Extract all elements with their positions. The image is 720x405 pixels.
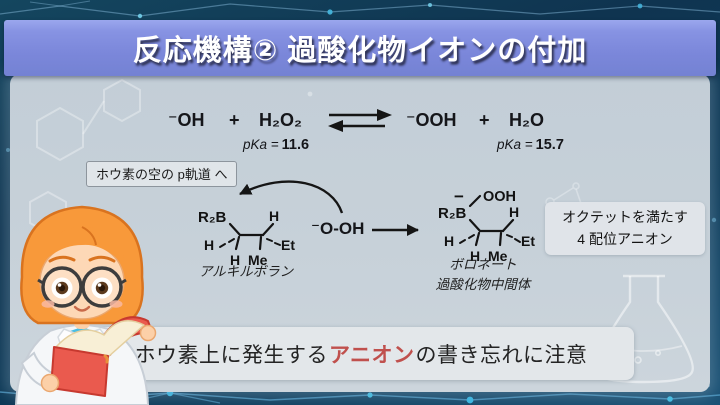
h-bottom-label: H: [470, 248, 480, 264]
boron-group-label: R₂B: [198, 209, 226, 226]
bottom-note-suffix: の書き忘れに注意: [415, 343, 588, 367]
octet-note: オクテットを満たす 4 配位アニオン: [545, 202, 705, 256]
boron-group-label: R₂B: [438, 205, 466, 222]
h-bottom-label: H: [230, 252, 240, 268]
methyl-label: Me: [248, 252, 268, 268]
book-illustration: [50, 316, 154, 397]
pka-left-value: 11.6: [281, 137, 310, 153]
methyl-label: Me: [488, 248, 508, 264]
h-left-label: H: [204, 237, 214, 253]
p-orbital-note: ホウ素の空の p軌道 へ: [86, 161, 238, 187]
h-left-label: H: [444, 233, 454, 249]
alkylborane-structure: R₂B H H H Me Et: [198, 208, 295, 268]
stereo-dash-bonds: [459, 234, 521, 244]
boronate-structure: − OOH R₂B H H H Me Et: [438, 187, 535, 264]
boronate-caption-line2: 過酸化物中間体: [435, 277, 531, 292]
negative-charge-label: −: [454, 187, 464, 206]
reagent-hydroperoxide: ⁻O-OH: [311, 219, 365, 238]
stereo-dash-bonds: [219, 238, 281, 248]
h-top-label: H: [509, 204, 519, 220]
alkylborane-caption: アルキルボラン: [198, 264, 294, 279]
peroxy-group-label: OOH: [483, 189, 516, 205]
formula-hydrogen-peroxide: H₂O₂: [259, 110, 302, 130]
pka-right: pKa =15.7: [497, 137, 564, 153]
formula-water: H₂O: [509, 110, 544, 130]
bottom-note-highlight: アニオン: [328, 343, 415, 367]
pka-right-value: 15.7: [535, 137, 564, 153]
formula-hydroxide: ⁻OH: [168, 110, 205, 130]
pka-left: pKa =11.6: [243, 137, 309, 153]
octet-note-line2: 4 配位アニオン: [577, 230, 673, 247]
boronate-caption: ボロネート 過酸化物中間体: [408, 253, 558, 293]
mascot-scientist-illustration: [14, 205, 157, 405]
bottom-note: ホウ素上に発生するアニオンの書き忘れに注意: [88, 327, 634, 380]
h-top-label: H: [269, 208, 279, 224]
boronate-caption-line1: ボロネート: [449, 257, 517, 272]
octet-note-line1: オクテットを満たす: [562, 209, 688, 225]
ethyl-label: Et: [281, 237, 295, 253]
page-title: 反応機構② 過酸化物イオンの付加: [132, 35, 588, 67]
ethyl-label: Et: [521, 233, 535, 249]
formula-hydroperoxide: ⁻OOH: [406, 110, 457, 130]
pka-left-label: pKa =: [243, 137, 279, 152]
pka-right-label: pKa =: [497, 137, 533, 152]
plus-sign-right: +: [479, 110, 490, 130]
plus-sign-left: +: [229, 110, 240, 130]
title-bar: 反応機構② 過酸化物イオンの付加: [4, 20, 716, 76]
bottom-note-prefix: ホウ素上に発生する: [134, 343, 328, 367]
